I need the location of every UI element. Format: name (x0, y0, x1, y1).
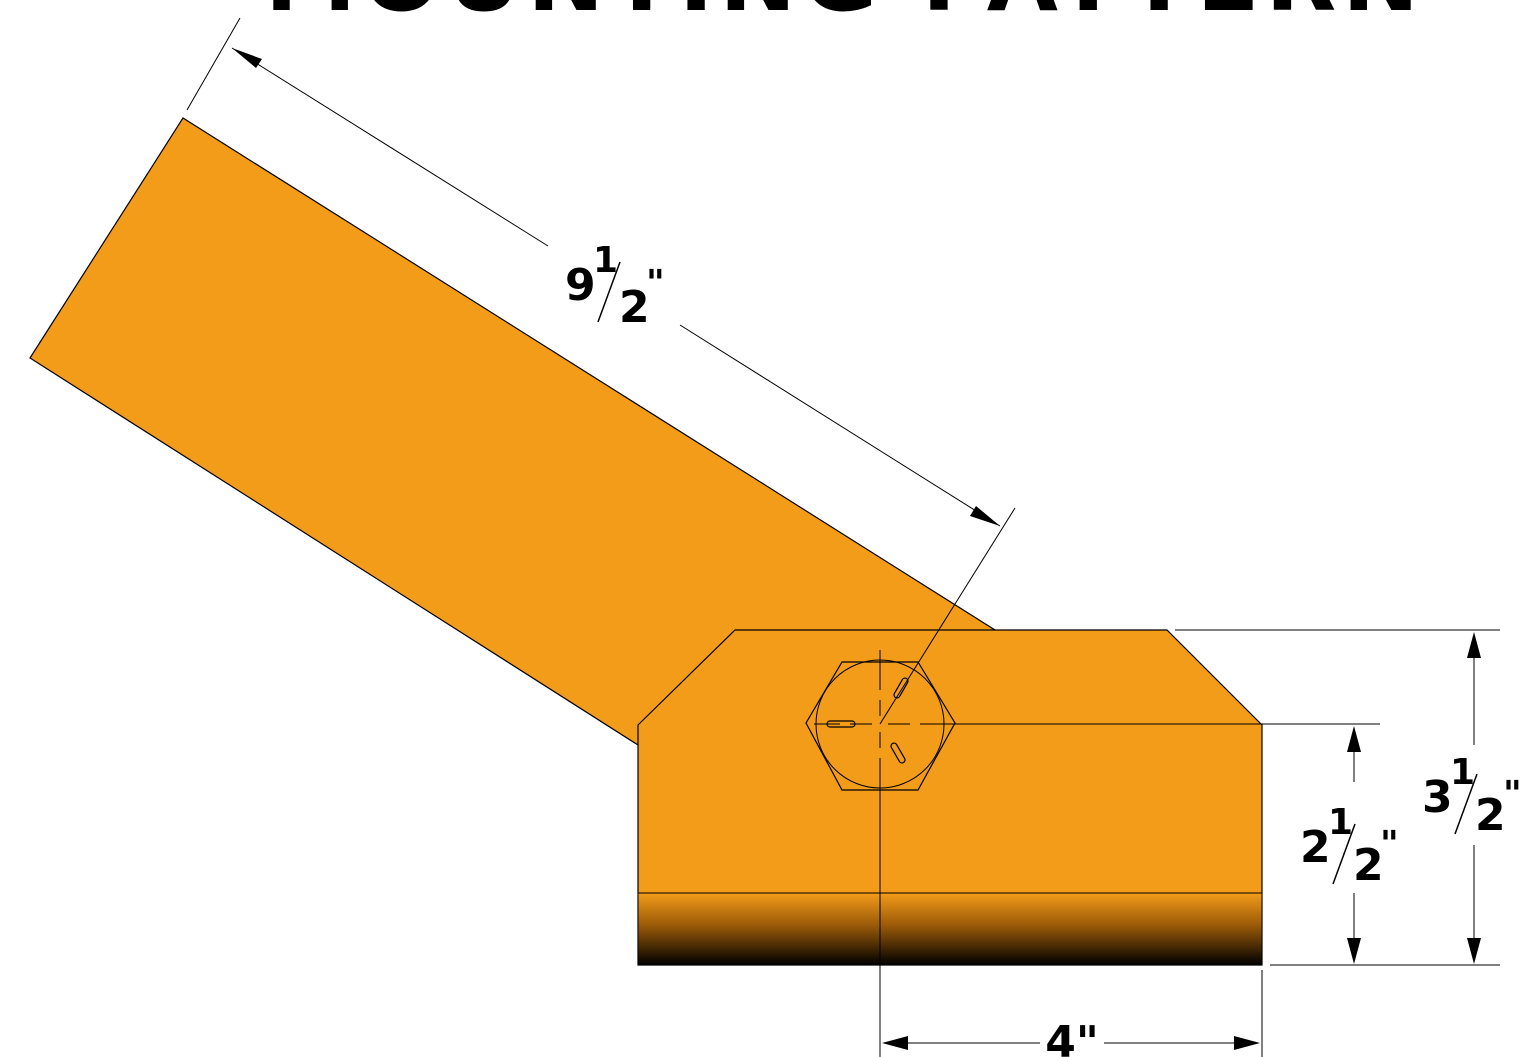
svg-text:1: 1 (1328, 802, 1353, 843)
svg-text:2: 2 (619, 282, 650, 333)
svg-text:3: 3 (1422, 772, 1453, 823)
svg-text:": " (1503, 774, 1522, 815)
svg-text:": " (646, 263, 665, 304)
svg-text:1: 1 (1450, 752, 1475, 793)
dimension-arm-length-label: 9 1 2 " (565, 240, 665, 333)
svg-text:2: 2 (1475, 790, 1506, 841)
svg-text:9: 9 (565, 260, 596, 311)
page-title: MOUNTING PATTERN (265, 0, 1425, 32)
dimension-total-height-label: 3 1 2 " (1422, 752, 1522, 841)
dimension-arm-length (186, 17, 1016, 725)
bolt-centerlines (814, 650, 1380, 1057)
svg-text:": " (1380, 824, 1399, 865)
svg-text:2: 2 (1300, 822, 1331, 873)
dimension-height-to-bolt (1270, 726, 1385, 966)
svg-text:1: 1 (593, 240, 618, 281)
dimension-bolt-to-edge (882, 970, 1263, 1057)
base-plate-shadow (638, 893, 1262, 965)
svg-text:2: 2 (1353, 840, 1384, 891)
dimension-total-height (1175, 629, 1500, 966)
base-plate-outline (637, 892, 1263, 966)
dimension-height-to-bolt-label: 2 1 2 " (1300, 802, 1399, 891)
dimension-bolt-to-edge-label: 4" (1045, 1017, 1099, 1057)
